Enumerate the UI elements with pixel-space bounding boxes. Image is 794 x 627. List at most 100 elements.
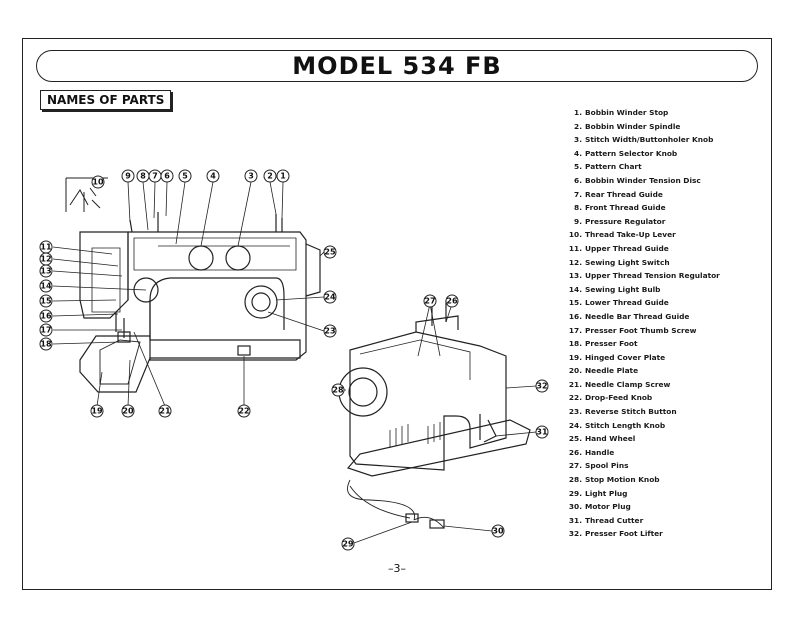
callout-21: 21 [159,407,171,416]
callout-29: 29 [342,540,354,549]
part-name: Spool Pins [585,461,629,471]
part-name: Sewing Light Bulb [585,284,661,294]
part-name: Bobbin Winder Stop [585,108,669,117]
page-frame [22,38,772,590]
part-name: Needle Plate [585,366,639,376]
part-item: 7.Rear Thread Guide [560,188,720,202]
part-item: 27.Spool Pins [560,459,720,473]
callout-12: 12 [40,255,51,264]
callout-25: 25 [324,248,336,257]
page-number: –3– [388,562,406,575]
part-name: Stitch Width/Buttonholer Knob [585,135,714,145]
part-name: Upper Thread Guide [585,243,669,253]
callout-18: 18 [40,340,52,349]
callout-circles [39,169,549,551]
part-number: 18. [568,339,582,349]
callout-23: 23 [324,327,335,336]
callout-19: 19 [91,407,103,416]
part-name: Motor Plug [585,502,631,512]
part-number: 25. [568,434,582,444]
callout-1: 1 [280,172,286,181]
part-number: 15. [568,298,582,308]
part-number: 10. [568,230,582,240]
part-name: Reverse Stitch Button [585,407,677,417]
callout-32: 32 [536,382,547,391]
part-number: 21. [568,379,582,389]
callout-30: 30 [492,527,504,536]
part-item: 4.Pattern Selector Knob [560,147,720,161]
part-number: 32. [568,529,582,539]
part-name: Light Plug [585,488,628,498]
callout-2: 2 [267,172,273,181]
part-name: Stitch Length Knob [585,420,666,430]
callout-4: 4 [210,172,216,181]
part-number: 2. [574,121,582,131]
part-name: Lower Thread Guide [585,298,669,308]
section-heading: NAMES OF PARTS [40,90,172,110]
part-number: 28. [568,475,582,485]
part-item: 22.Drop-Feed Knob [560,391,720,405]
part-number: 31. [568,515,582,525]
part-item: 23.Reverse Stitch Button [560,405,720,419]
part-number: 22. [568,393,582,403]
rear-machine-illustration [338,300,531,529]
callout-28: 28 [332,386,344,395]
part-name: Thread Cutter [585,515,644,525]
part-name: Upper Thread Tension Regulator [585,271,720,281]
part-number: 14. [568,284,582,294]
part-item: 13.Upper Thread Tension Regulator [560,269,720,283]
part-number: 1. [574,108,582,117]
callout-9: 9 [125,172,131,181]
part-name: Hand Wheel [585,434,636,444]
callout-16: 16 [40,312,52,321]
callout-11: 11 [40,243,52,252]
callout-17: 17 [40,326,51,335]
part-number: 20. [568,366,582,376]
part-item: 5.Pattern Chart [560,160,720,174]
part-item: 3.Stitch Width/Buttonholer Knob [560,133,720,147]
part-item: 25.Hand Wheel [560,432,720,446]
part-name: Front Thread Guide [585,203,666,213]
callout-leaders [52,181,537,544]
part-name: Presser Foot [585,339,638,349]
part-item: 19.Hinged Cover Plate [560,351,720,365]
part-name: Thread Take-Up Lever [585,230,676,240]
part-item: 18.Presser Foot [560,337,720,351]
part-item: 2.Bobbin Winder Spindle [560,120,720,134]
callout-27: 27 [424,297,435,306]
part-number: 17. [568,325,582,335]
part-item: 30.Motor Plug [560,500,720,514]
callout-10: 10 [92,178,104,187]
inset-sketch [65,177,108,212]
part-number: 26. [568,447,582,457]
part-item: 32.Presser Foot Lifter [560,527,720,541]
part-name: Presser Foot Lifter [585,529,663,539]
part-item: 20.Needle Plate [560,364,720,378]
part-number: 24. [568,420,582,430]
part-item: 31.Thread Cutter [560,514,720,528]
part-name: Rear Thread Guide [585,189,663,199]
front-machine-illustration [79,212,321,393]
title-banner: MODEL 534 FB [36,50,758,82]
part-number: 3. [574,135,582,145]
part-number: 23. [568,407,582,417]
part-number: 4. [574,148,582,158]
part-name: Handle [585,447,615,457]
part-item: 15.Lower Thread Guide [560,296,720,310]
part-item: 8.Front Thread Guide [560,201,720,215]
part-number: 19. [568,352,582,362]
callout-31: 31 [536,428,548,437]
callout-5: 5 [182,172,188,181]
part-item: 9.Pressure Regulator [560,215,720,229]
part-item: 10.Thread Take-Up Lever [560,228,720,242]
part-number: 27. [568,461,582,471]
part-item: 29.Light Plug [560,487,720,501]
part-item: 1.Bobbin Winder Stop [560,106,720,120]
part-name: Needle Bar Thread Guide [585,311,690,321]
callout-24: 24 [324,293,336,302]
part-item: 21.Needle Clamp Screw [560,378,720,392]
part-name: Bobbin Winder Tension Disc [585,175,701,185]
part-number: 29. [568,488,582,498]
